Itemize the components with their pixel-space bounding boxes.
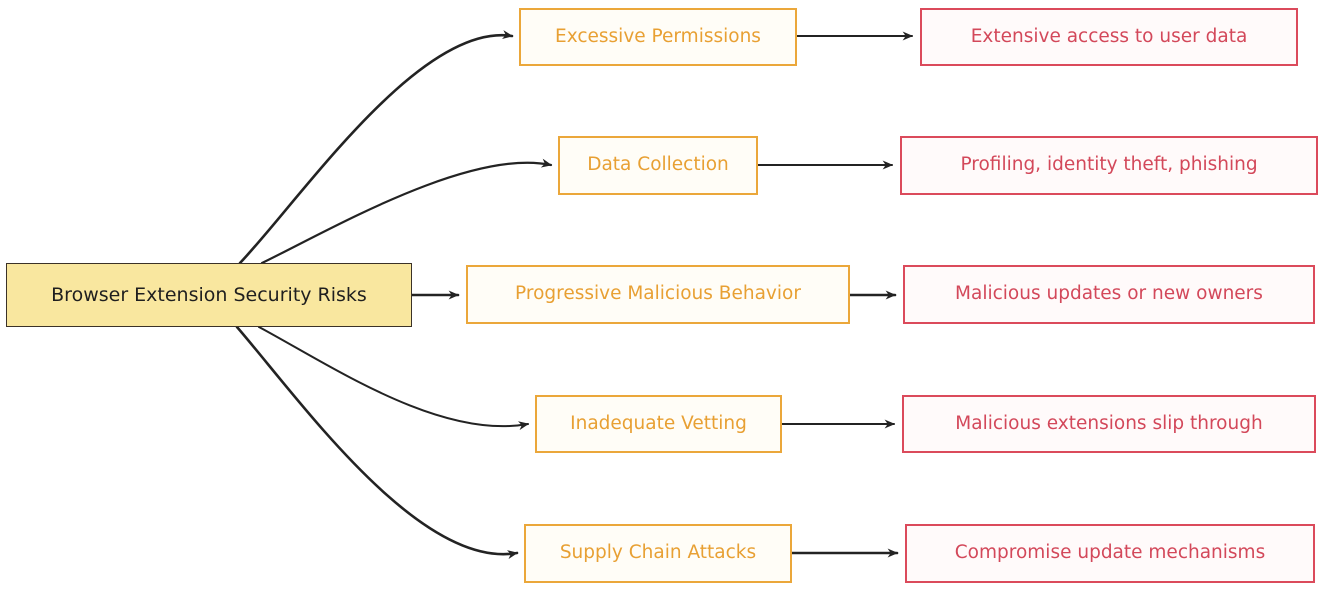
node-risk-excessive-permissions[interactable]: Excessive Permissions <box>519 8 797 66</box>
node-risk-inadequate-vetting-label: Inadequate Vetting <box>570 412 747 434</box>
edge-root-to-supply-chain-attacks <box>235 325 519 560</box>
node-impact-malicious-updates-new-owners-label: Malicious updates or new owners <box>955 283 1263 305</box>
node-risk-progressive-malicious-behavior-label: Progressive Malicious Behavior <box>515 283 801 305</box>
edge-root-to-inadequate-vetting <box>258 326 530 431</box>
edge-root-to-excessive-permissions <box>238 30 514 265</box>
node-impact-malicious-updates-new-owners[interactable]: Malicious updates or new owners <box>903 265 1315 324</box>
node-risk-inadequate-vetting[interactable]: Inadequate Vetting <box>535 395 782 453</box>
node-risk-data-collection-label: Data Collection <box>587 154 729 176</box>
node-root[interactable]: Browser Extension Security Risks <box>6 263 412 327</box>
node-impact-profiling-identity-theft-phishing-label: Profiling, identity theft, phishing <box>960 154 1258 176</box>
edge-root-to-data-collection <box>260 158 553 265</box>
node-risk-supply-chain-attacks[interactable]: Supply Chain Attacks <box>524 524 792 583</box>
node-risk-excessive-permissions-label: Excessive Permissions <box>555 25 761 47</box>
node-impact-compromise-update-mechanisms[interactable]: Compromise update mechanisms <box>905 524 1315 583</box>
node-risk-data-collection[interactable]: Data Collection <box>558 136 758 195</box>
node-impact-malicious-extensions-slip-through[interactable]: Malicious extensions slip through <box>902 395 1316 453</box>
node-impact-extensive-access-label: Extensive access to user data <box>970 25 1248 47</box>
node-impact-extensive-access[interactable]: Extensive access to user data <box>920 8 1298 66</box>
node-root-label: Browser Extension Security Risks <box>51 283 367 306</box>
node-risk-progressive-malicious-behavior[interactable]: Progressive Malicious Behavior <box>466 265 850 324</box>
node-impact-malicious-extensions-slip-through-label: Malicious extensions slip through <box>955 412 1263 434</box>
node-risk-supply-chain-attacks-label: Supply Chain Attacks <box>559 542 757 564</box>
node-impact-compromise-update-mechanisms-label: Compromise update mechanisms <box>954 542 1266 564</box>
node-impact-profiling-identity-theft-phishing[interactable]: Profiling, identity theft, phishing <box>900 136 1318 195</box>
